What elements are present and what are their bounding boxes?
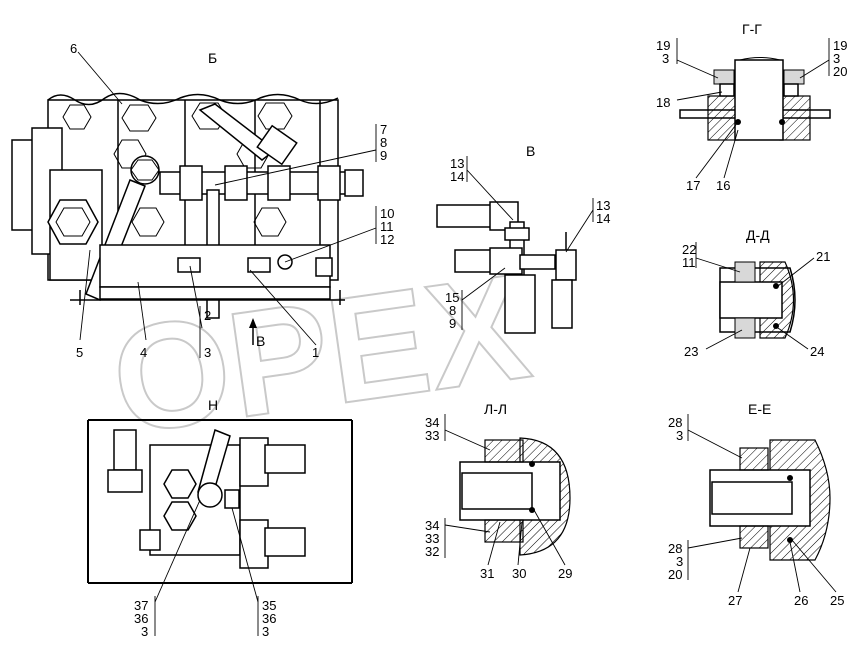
view-title-v: В — [526, 143, 535, 159]
callout-23: 23 — [684, 344, 698, 359]
callout-3c: 3 — [833, 51, 840, 66]
section-ll — [459, 437, 571, 556]
callout-bars — [154, 38, 830, 636]
callout-28a: 28 — [668, 415, 682, 430]
view-title-ll: Л-Л — [484, 401, 507, 417]
callout-10: 10 — [380, 206, 394, 221]
callout-18: 18 — [656, 95, 670, 110]
callout-33b: 33 — [425, 531, 439, 546]
callout-22: 22 — [682, 242, 696, 257]
callout-1: 1 — [312, 345, 319, 360]
section-gg — [679, 57, 831, 141]
view-n-valve — [87, 419, 353, 584]
callout-32: 32 — [425, 544, 439, 559]
callout-16: 16 — [716, 178, 730, 193]
callout-8b: 8 — [449, 303, 456, 318]
callout-19b: 19 — [833, 38, 847, 53]
callout-30: 30 — [512, 566, 526, 581]
callout-37: 37 — [134, 598, 148, 613]
callout-35: 35 — [262, 598, 276, 613]
callout-20b: 20 — [668, 567, 682, 582]
callout-24: 24 — [810, 344, 824, 359]
view-title-n: Н — [208, 397, 218, 413]
view-b-valve-assembly — [11, 92, 364, 345]
callouts: 6 5 4 2 3 1 7 8 9 10 11 12 13 14 13 14 1… — [70, 38, 847, 639]
callout-17: 17 — [686, 178, 700, 193]
callout-33a: 33 — [425, 428, 439, 443]
callout-6: 6 — [70, 41, 77, 56]
callout-3f: 3 — [141, 624, 148, 639]
callout-31: 31 — [480, 566, 494, 581]
callout-26: 26 — [794, 593, 808, 608]
callout-13b: 13 — [596, 198, 610, 213]
callout-34a: 34 — [425, 415, 439, 430]
callout-36b: 36 — [262, 611, 276, 626]
callout-3g: 3 — [262, 624, 269, 639]
callout-2: 2 — [204, 308, 211, 323]
leader-lines — [77, 51, 837, 603]
callout-13a: 13 — [450, 156, 464, 171]
view-title-ee: Е-Е — [748, 401, 771, 417]
view-arrow-v-label: В — [256, 333, 265, 349]
callout-8: 8 — [380, 135, 387, 150]
callout-25: 25 — [830, 593, 844, 608]
callout-14b: 14 — [596, 211, 610, 226]
callout-21: 21 — [816, 249, 830, 264]
callout-28b: 28 — [668, 541, 682, 556]
callout-3: 3 — [204, 345, 211, 360]
callout-14a: 14 — [450, 169, 464, 184]
callout-7: 7 — [380, 122, 387, 137]
callout-27: 27 — [728, 593, 742, 608]
view-title-gg: Г-Г — [742, 21, 762, 37]
callout-9: 9 — [380, 148, 387, 163]
callout-20a: 20 — [833, 64, 847, 79]
callout-11b: 11 — [682, 255, 696, 270]
callout-29: 29 — [558, 566, 572, 581]
view-title-dd: Д-Д — [746, 227, 770, 243]
callout-36a: 36 — [134, 611, 148, 626]
callout-3b: 3 — [662, 51, 669, 66]
view-title-b: Б — [208, 50, 217, 66]
callout-5: 5 — [76, 345, 83, 360]
callout-11: 11 — [380, 219, 394, 234]
callout-34b: 34 — [425, 518, 439, 533]
callout-4: 4 — [140, 345, 147, 360]
callout-3d: 3 — [676, 428, 683, 443]
view-v-fittings — [436, 201, 577, 334]
callout-15: 15 — [445, 290, 459, 305]
callout-9b: 9 — [449, 316, 456, 331]
section-ee — [709, 439, 831, 561]
callout-12: 12 — [380, 232, 394, 247]
callout-3e: 3 — [676, 554, 683, 569]
section-dd — [719, 261, 796, 339]
callout-19a: 19 — [656, 38, 670, 53]
